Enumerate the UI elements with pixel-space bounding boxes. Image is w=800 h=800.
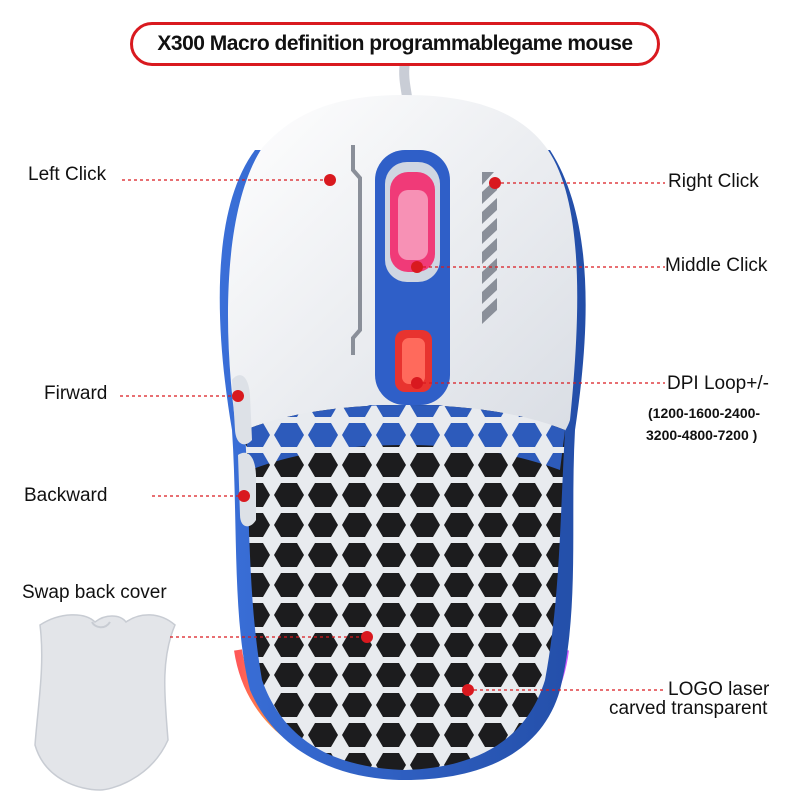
label-left-click: Left Click	[28, 164, 107, 185]
right-click-marker	[489, 177, 501, 189]
label-middle-click: Middle Click	[665, 255, 768, 276]
backward-marker	[238, 490, 250, 502]
label-logo-1: LOGO laser	[668, 679, 770, 700]
forward-marker	[232, 390, 244, 402]
label-backward: Backward	[24, 485, 108, 506]
label-right-click: Right Click	[668, 171, 759, 192]
side-button-backward	[238, 452, 256, 527]
middle-click-marker	[411, 261, 423, 273]
dpi-marker	[411, 377, 423, 389]
right-button-stripes	[482, 172, 497, 324]
label-dpi-values-1: (1200-1600-2400-	[648, 405, 761, 421]
label-logo-2: carved transparent	[609, 698, 768, 719]
page-title: X300 Macro definition programmablegame m…	[130, 22, 660, 66]
swap-back-cover	[34, 614, 176, 791]
cover-marker	[361, 631, 373, 643]
honeycomb-panel	[245, 405, 565, 770]
left-button-trim	[351, 145, 362, 355]
label-dpi-values-2: 3200-4800-7200 )	[646, 427, 758, 443]
logo-marker	[462, 684, 474, 696]
left-click-marker	[324, 174, 336, 186]
label-dpi-loop: DPI Loop+/-	[667, 373, 769, 394]
label-forward: Firward	[44, 383, 108, 404]
label-swap-cover: Swap back cover	[22, 582, 167, 603]
